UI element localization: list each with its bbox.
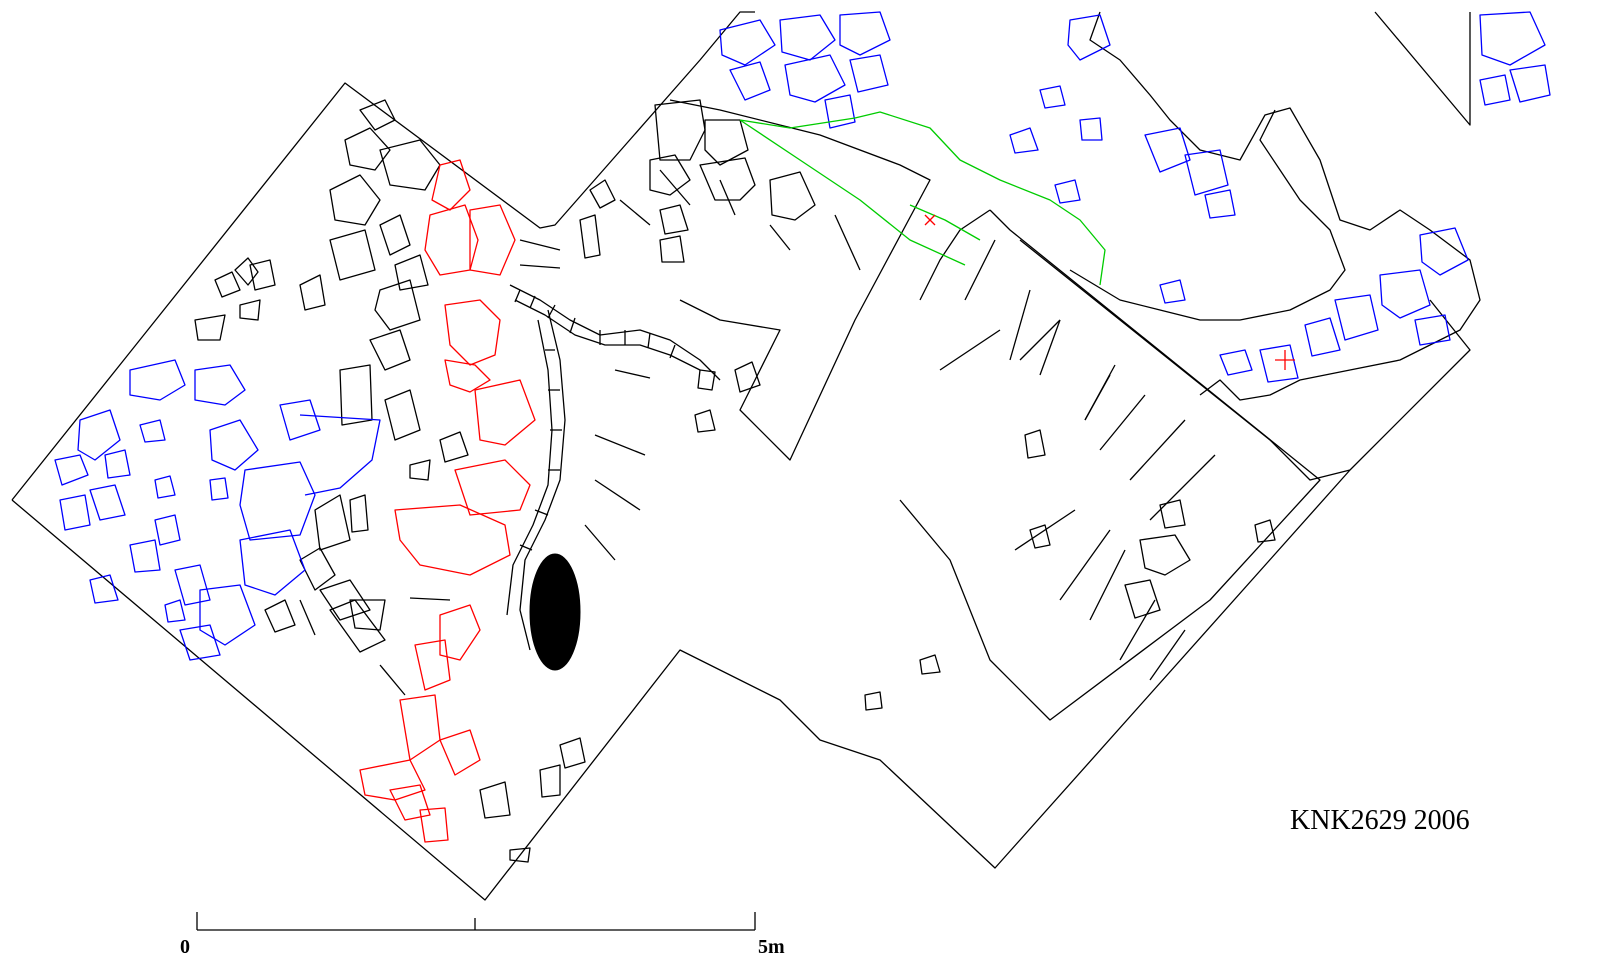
blue-stones-left — [54, 359, 381, 661]
segmented-channel — [506, 284, 721, 671]
green-feature-outline — [739, 111, 1106, 286]
black-stones — [194, 99, 1276, 863]
trench-outline — [11, 11, 1471, 901]
scale-end-label: 5m — [758, 936, 785, 958]
red-stones — [359, 159, 536, 843]
hachure-lines — [299, 169, 1216, 696]
blue-stones-right — [719, 11, 1551, 383]
site-label: KNK2629 2006 — [1290, 805, 1470, 836]
cut-edge-upper — [1069, 11, 1481, 401]
red-cross-markers — [924, 214, 1295, 370]
test-pit-outline — [669, 99, 1321, 721]
scale-start-label: 0 — [180, 936, 190, 958]
scale-bar — [196, 912, 756, 931]
